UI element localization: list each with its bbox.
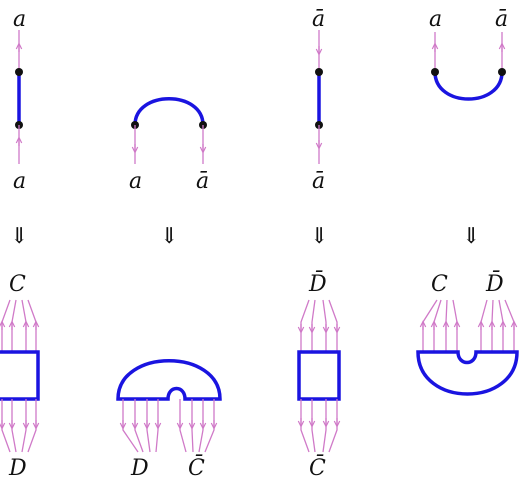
strand: [322, 399, 327, 453]
strand: [11, 399, 17, 453]
thick-box: [0, 350, 40, 401]
strand: [322, 299, 327, 352]
bottom2-bottom-left-label: D: [130, 456, 149, 481]
strand: [179, 399, 187, 453]
top-panel-1: a a: [13, 7, 26, 194]
bottom1-top-label: C: [9, 272, 26, 297]
strand: [300, 299, 310, 352]
bottom3-top-label: D̄: [308, 270, 327, 297]
top-panel-2: a ā: [129, 97, 209, 194]
bottom4-top-right-label: D̄: [485, 270, 504, 297]
implies-arrow-4: ⇓: [462, 224, 480, 249]
strand: [122, 399, 139, 453]
thick-arch: [116, 359, 222, 401]
vertex-dot: [15, 68, 23, 76]
bottom-panel-4: C D̄: [416, 270, 519, 396]
vertex-dot: [498, 68, 506, 76]
bottom3-bottom-label: C̄: [309, 454, 326, 481]
bottom4-top-left-label: C: [431, 272, 448, 297]
strand: [191, 399, 194, 453]
strand: [27, 299, 37, 352]
strand: [328, 299, 338, 352]
strand: [480, 299, 488, 352]
thick-bowl: [416, 350, 519, 396]
top4-top-right-label: ā: [495, 7, 508, 32]
strand: [1, 299, 11, 352]
thick-arc: [433, 71, 504, 101]
strand: [134, 399, 144, 453]
top-panel-3: ā ā: [312, 7, 325, 194]
bottom-panel-3: D̄ C̄: [297, 270, 341, 481]
implies-arrow-3: ⇓: [310, 224, 328, 249]
vertex-dot: [431, 68, 439, 76]
bottom2-bottom-right-label: C̄: [188, 454, 205, 481]
strand: [27, 399, 37, 453]
strand: [300, 399, 310, 453]
top3-top-label: ā: [312, 7, 325, 32]
top3-bottom-label: ā: [312, 169, 325, 194]
bottom1-bottom-label: D: [8, 456, 27, 481]
top1-top-label: a: [13, 7, 26, 32]
top1-bottom-label: a: [13, 169, 26, 194]
strand: [311, 399, 316, 453]
strand: [146, 399, 151, 453]
implies-arrow-1: ⇓: [10, 224, 28, 249]
vertex-dot: [315, 68, 323, 76]
thick-box: [297, 350, 341, 401]
bottom-panel-1: C D: [0, 272, 40, 481]
strand: [204, 399, 215, 453]
implies-arrow-2: ⇓: [160, 224, 178, 249]
top2-bottom-right-label: ā: [196, 169, 209, 194]
strand: [328, 399, 338, 453]
bottom-panel-2: D C̄: [116, 359, 222, 481]
top2-bottom-left-label: a: [129, 169, 142, 194]
strand: [155, 399, 159, 453]
thick-arc: [133, 97, 205, 126]
strand: [311, 299, 316, 352]
top4-top-left-label: a: [429, 7, 442, 32]
strand: [433, 299, 442, 352]
strand: [422, 299, 438, 352]
strand: [198, 399, 204, 453]
top-panel-4: a ā: [429, 7, 508, 101]
strand: [504, 299, 515, 352]
strand: [21, 399, 27, 453]
strand: [1, 399, 11, 453]
